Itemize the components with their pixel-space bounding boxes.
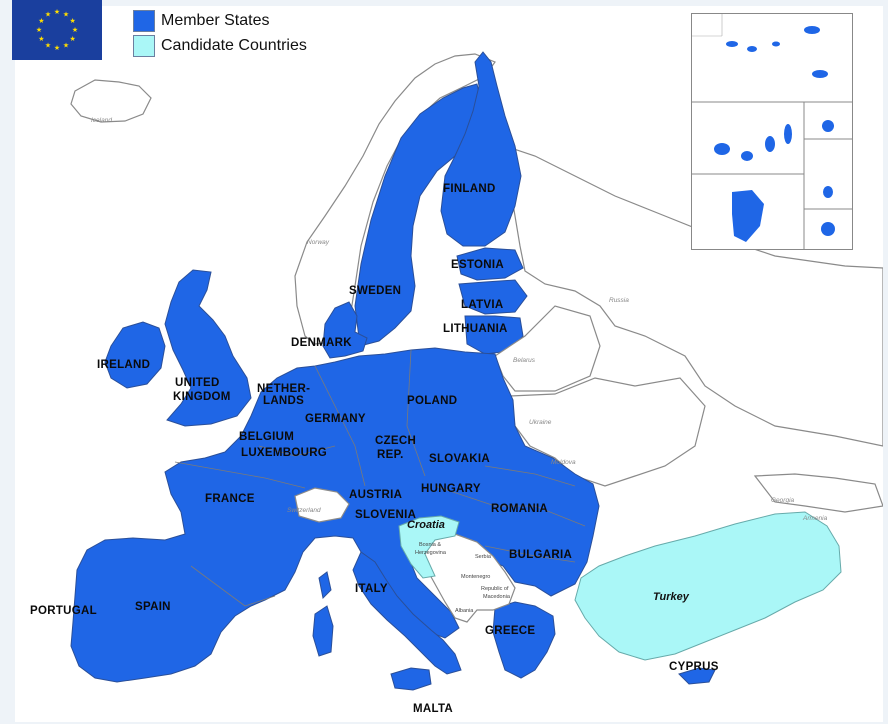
inset-map bbox=[692, 14, 852, 249]
label-france: FRANCE bbox=[205, 493, 255, 505]
eu-map: FINLAND SWEDEN ESTONIA LATVIA LITHUANIA … bbox=[15, 6, 883, 722]
label-serbia: Serbia bbox=[475, 554, 492, 560]
flag-star-icon: ★ bbox=[69, 35, 75, 43]
outermost-regions-inset bbox=[691, 13, 853, 250]
flag-star-icon: ★ bbox=[38, 17, 44, 25]
label-georgia: Georgia bbox=[771, 497, 795, 504]
legend-member-row: Member States bbox=[133, 10, 269, 32]
label-macedonia-1: Republic of bbox=[481, 586, 509, 592]
greece-shape bbox=[492, 601, 556, 679]
corsica-shape bbox=[318, 571, 332, 600]
label-greece: GREECE bbox=[485, 625, 535, 637]
flag-star-icon: ★ bbox=[54, 8, 60, 16]
label-macedonia-2: Macedonia bbox=[483, 594, 511, 600]
member-swatch bbox=[133, 10, 155, 32]
label-belgium: BELGIUM bbox=[239, 431, 294, 443]
label-slovakia: SLOVAKIA bbox=[429, 453, 490, 465]
label-hungary: HUNGARY bbox=[421, 483, 481, 495]
label-croatia: Croatia bbox=[407, 519, 445, 531]
label-uk-2: KINGDOM bbox=[173, 391, 231, 403]
label-ireland: IRELAND bbox=[97, 359, 150, 371]
cyprus-shape bbox=[678, 667, 716, 685]
flag-star-icon: ★ bbox=[72, 26, 78, 34]
label-italy: ITALY bbox=[355, 583, 388, 595]
label-montenegro: Montenegro bbox=[461, 574, 490, 580]
label-finland: FINLAND bbox=[443, 183, 496, 195]
belarus-shape bbox=[494, 305, 601, 392]
label-uk-1: UNITED bbox=[175, 377, 220, 389]
sicily-shape bbox=[390, 667, 432, 691]
label-norway: Norway bbox=[307, 239, 330, 246]
label-albania: Albania bbox=[455, 608, 474, 614]
label-germany: GERMANY bbox=[305, 413, 366, 425]
flag-star-icon: ★ bbox=[63, 42, 69, 50]
label-armenia: Armenia bbox=[802, 515, 828, 522]
label-ukraine: Ukraine bbox=[529, 419, 552, 426]
label-portugal: PORTUGAL bbox=[30, 605, 97, 617]
flag-star-icon: ★ bbox=[45, 42, 51, 50]
label-sweden: SWEDEN bbox=[349, 285, 401, 297]
label-russia: Russia bbox=[609, 297, 629, 304]
iceland-shape bbox=[70, 79, 152, 123]
estonia-shape bbox=[456, 247, 524, 281]
italy-shape bbox=[352, 551, 462, 675]
turkey-shape bbox=[574, 511, 842, 661]
label-denmark: DENMARK bbox=[291, 337, 352, 349]
label-slovenia: SLOVENIA bbox=[355, 509, 416, 521]
russia-shape bbox=[504, 145, 883, 447]
flag-star-icon: ★ bbox=[36, 26, 42, 34]
finland-shape bbox=[440, 51, 522, 247]
flag-star-icon: ★ bbox=[45, 10, 51, 18]
label-bulgaria: BULGARIA bbox=[509, 549, 572, 561]
legend-candidate-label: Candidate Countries bbox=[161, 37, 307, 54]
latvia-shape bbox=[458, 279, 528, 315]
legend-member-label: Member States bbox=[161, 12, 270, 29]
label-belarus: Belarus bbox=[513, 357, 536, 364]
label-latvia: LATVIA bbox=[461, 299, 503, 311]
ukraine-shape bbox=[509, 377, 706, 487]
label-turkey: Turkey bbox=[653, 591, 690, 603]
croatia-shape bbox=[398, 515, 460, 579]
label-poland: POLAND bbox=[407, 395, 457, 407]
flag-star-icon: ★ bbox=[63, 10, 69, 18]
flag-star-icon: ★ bbox=[54, 44, 60, 52]
label-switzerland: Switzerland bbox=[287, 507, 321, 514]
ireland-shape bbox=[104, 321, 166, 389]
legend-candidate-row: Candidate Countries bbox=[133, 35, 307, 57]
caucasus-shape bbox=[753, 473, 883, 513]
label-romania: ROMANIA bbox=[491, 503, 548, 515]
norway-shape bbox=[294, 53, 496, 345]
label-bosnia-2: Herzegovina bbox=[415, 550, 447, 556]
sardinia-shape bbox=[312, 605, 334, 657]
label-austria: AUSTRIA bbox=[349, 489, 402, 501]
switzerland-shape bbox=[294, 487, 350, 523]
label-czech-1: CZECH bbox=[375, 435, 416, 447]
label-lithuania: LITHUANIA bbox=[443, 323, 508, 335]
flag-star-icon: ★ bbox=[69, 17, 75, 25]
denmark-shape bbox=[322, 301, 368, 359]
label-estonia: ESTONIA bbox=[451, 259, 504, 271]
label-iceland: Iceland bbox=[91, 117, 112, 124]
label-cyprus: CYPRUS bbox=[669, 661, 719, 673]
label-netherlands-1: NETHER- bbox=[257, 383, 310, 395]
eu-flag-icon: ★★★★★★★★★★★★ bbox=[12, 0, 102, 60]
label-czech-2: REP. bbox=[377, 449, 404, 461]
flag-star-icon: ★ bbox=[38, 35, 44, 43]
label-malta: MALTA bbox=[413, 703, 453, 715]
label-spain: SPAIN bbox=[135, 601, 171, 613]
label-luxembourg: LUXEMBOURG bbox=[241, 447, 327, 459]
label-bosnia-1: Bosnia & bbox=[419, 542, 441, 548]
label-moldova: Moldova bbox=[551, 459, 576, 466]
candidate-swatch bbox=[133, 35, 155, 57]
label-netherlands-2: LANDS bbox=[263, 395, 304, 407]
uk-shape bbox=[164, 269, 252, 427]
